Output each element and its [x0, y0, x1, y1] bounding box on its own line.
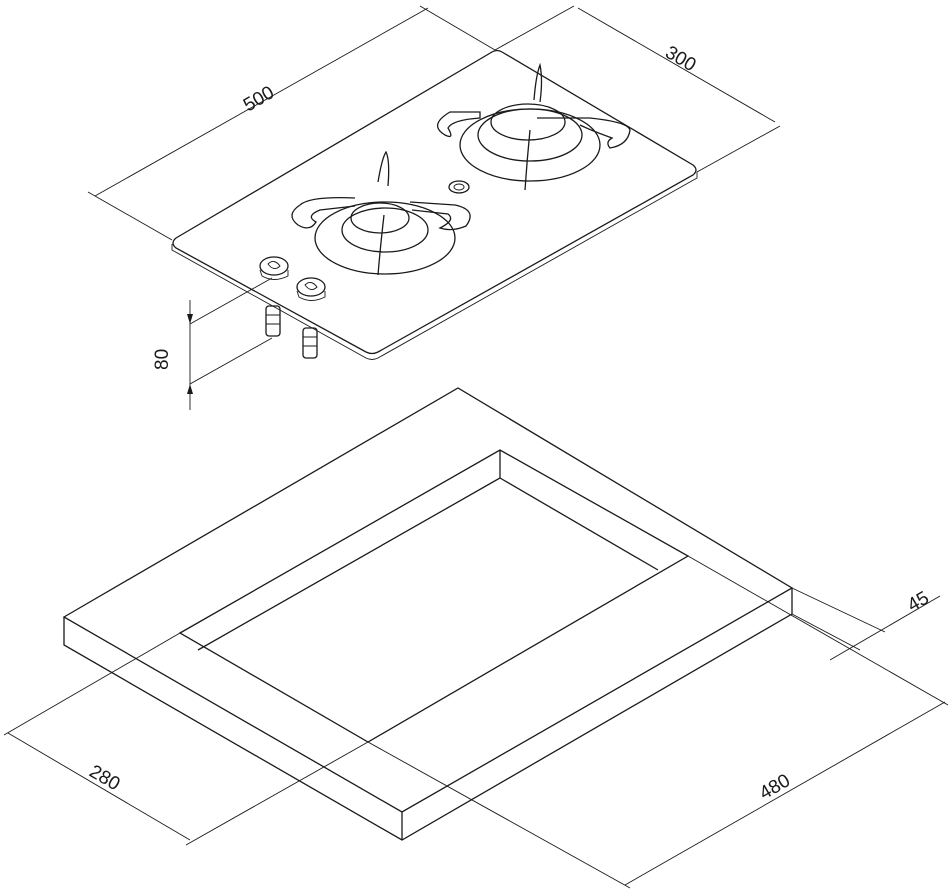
dimension-label: 280	[86, 761, 124, 795]
dimension-45: 45	[791, 588, 941, 661]
hob	[171, 49, 698, 360]
dimension-480: 480	[367, 555, 949, 889]
dimension-80: 80	[152, 277, 273, 410]
large-burner	[437, 62, 631, 191]
gas-fitting	[265, 305, 318, 359]
small-burner	[291, 150, 471, 276]
ignition-button	[448, 180, 470, 194]
dimension-label: 480	[756, 770, 794, 804]
dimension-label: 45	[904, 588, 933, 617]
control-knob-1	[259, 256, 289, 280]
dimension-280: 280	[3, 632, 369, 846]
control-knob-2	[296, 277, 326, 301]
dimension-label: 80	[152, 349, 173, 370]
dimension-label: 300	[662, 42, 700, 76]
countertop	[62, 387, 794, 841]
